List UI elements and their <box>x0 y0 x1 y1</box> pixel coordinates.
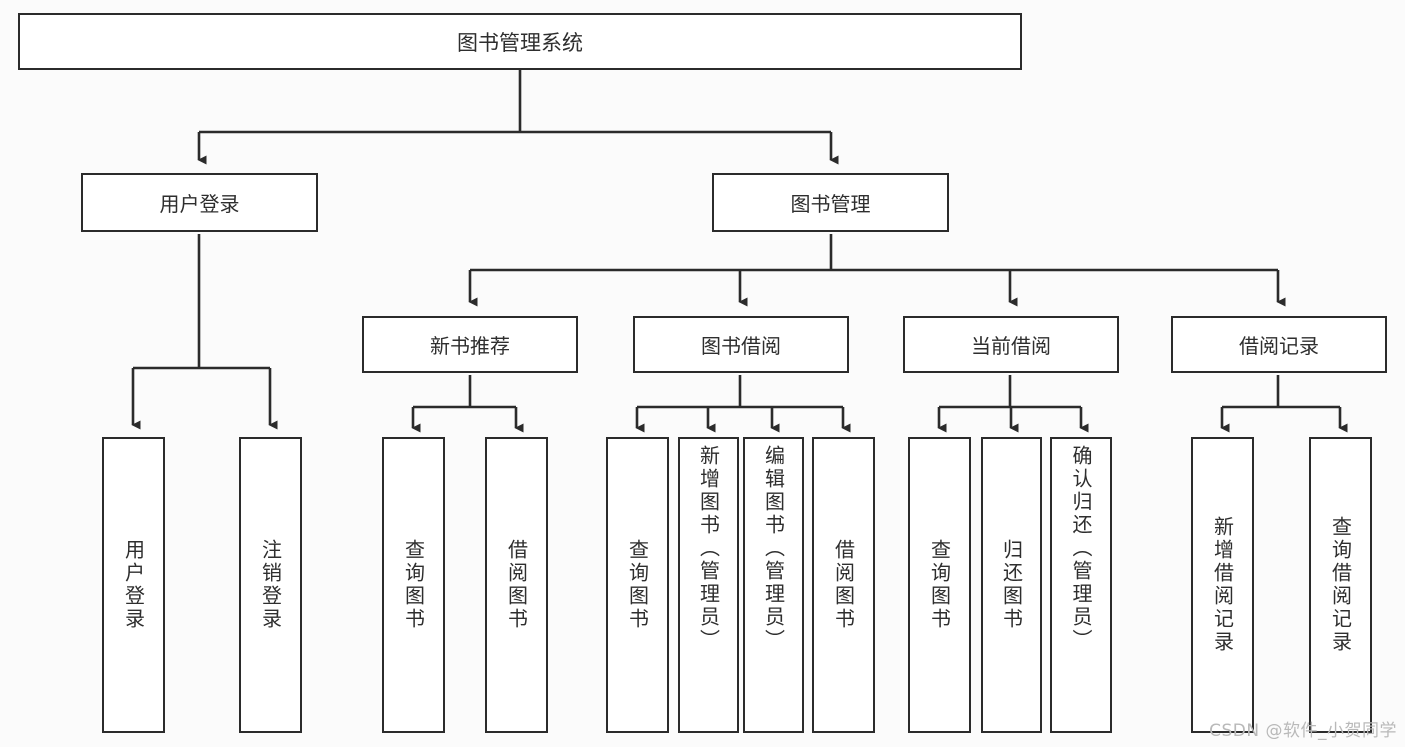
leaf-label: 注销登录 <box>258 539 283 631</box>
leaf-query-borrow-record[interactable]: 查询借阅记录 <box>1309 437 1372 733</box>
leaf-confirm-return-admin[interactable]: 确认归还（管理员） <box>1050 437 1112 733</box>
leaf-user-login[interactable]: 用户登录 <box>102 437 165 733</box>
node-label: 用户登录 <box>159 192 240 216</box>
node-label: 图书管理 <box>790 192 871 216</box>
leaf-label: 用户登录 <box>121 539 146 631</box>
node-label: 当前借阅 <box>971 334 1051 358</box>
node-borrow-record[interactable]: 借阅记录 <box>1171 316 1387 373</box>
leaf-label: 确认归还（管理员） <box>1069 445 1093 652</box>
leaf-query-book-new-book[interactable]: 查询图书 <box>382 437 445 733</box>
leaf-query-book-borrow[interactable]: 查询图书 <box>606 437 669 733</box>
leaf-label: 新增图书（管理员） <box>696 445 721 652</box>
leaf-label: 查询图书 <box>625 539 650 631</box>
node-new-book-recommend[interactable]: 新书推荐 <box>362 316 578 373</box>
csdn-watermark: CSDN @软件_小贺同学 <box>1209 721 1397 741</box>
node-label: 新书推荐 <box>430 334 510 358</box>
leaf-label: 查询借阅记录 <box>1328 516 1353 654</box>
node-book-management[interactable]: 图书管理 <box>712 173 949 232</box>
node-label: 借阅记录 <box>1239 334 1319 358</box>
node-current-borrow[interactable]: 当前借阅 <box>903 316 1119 373</box>
leaf-label: 新增借阅记录 <box>1210 516 1235 654</box>
leaf-logout-login[interactable]: 注销登录 <box>239 437 302 733</box>
leaf-return-book[interactable]: 归还图书 <box>981 437 1042 733</box>
node-label: 图书管理系统 <box>457 30 583 55</box>
leaf-query-book-current[interactable]: 查询图书 <box>908 437 971 733</box>
leaf-edit-book-admin[interactable]: 编辑图书（管理员） <box>743 437 804 733</box>
leaf-add-borrow-record[interactable]: 新增借阅记录 <box>1191 437 1254 733</box>
leaf-borrow-book-borrow[interactable]: 借阅图书 <box>812 437 875 733</box>
leaf-label: 查询图书 <box>927 539 952 631</box>
leaf-label: 查询图书 <box>401 539 426 631</box>
leaf-label: 编辑图书（管理员） <box>761 445 786 652</box>
leaf-borrow-book-new-book[interactable]: 借阅图书 <box>485 437 548 733</box>
node-root-book-management-system[interactable]: 图书管理系统 <box>18 13 1022 70</box>
node-label: 图书借阅 <box>701 334 781 358</box>
node-user-login[interactable]: 用户登录 <box>81 173 318 232</box>
leaf-label: 借阅图书 <box>504 539 529 631</box>
node-book-borrow[interactable]: 图书借阅 <box>633 316 849 373</box>
leaf-label: 借阅图书 <box>831 539 856 631</box>
leaf-label: 归还图书 <box>999 539 1024 631</box>
leaf-add-book-admin[interactable]: 新增图书（管理员） <box>678 437 739 733</box>
